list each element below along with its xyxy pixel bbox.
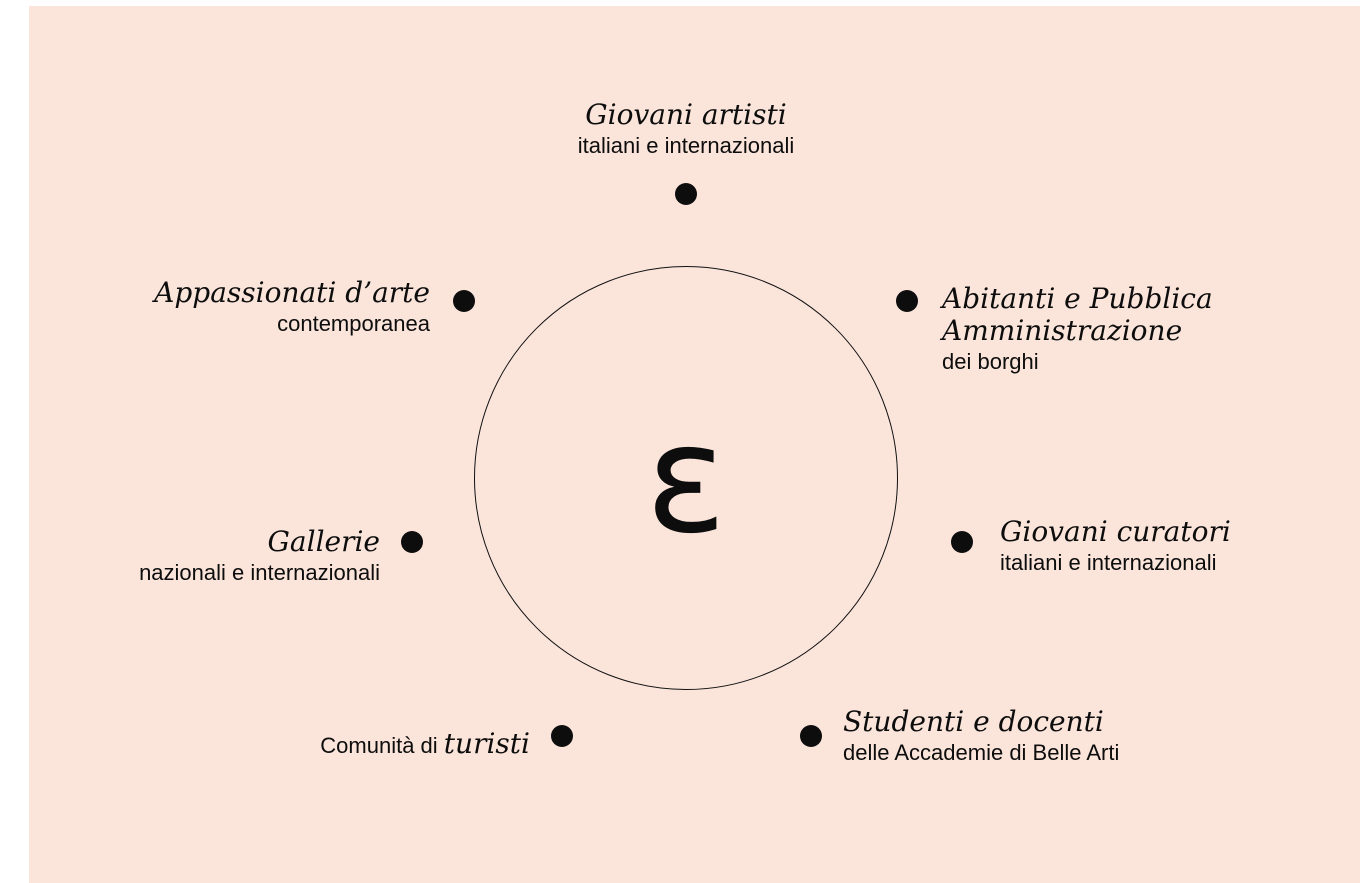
- center-logo: ɛ: [645, 393, 727, 567]
- label-title-line2: Amministrazione: [942, 314, 1183, 347]
- label-appassionati-arte: Appassionati d’arte contemporanea: [90, 277, 430, 339]
- node-dot-top: [675, 183, 697, 205]
- label-title: Appassionati d’arte: [154, 276, 430, 309]
- node-dot-upper-left: [453, 290, 475, 312]
- label-subtitle: contemporanea: [277, 311, 430, 336]
- node-dot-right: [951, 531, 973, 553]
- center-circle: [474, 266, 898, 690]
- label-studenti-docenti: Studenti e docenti delle Accademie di Be…: [843, 706, 1223, 768]
- label-prefix: Comunità di: [320, 733, 444, 758]
- node-dot-upper-right: [896, 290, 918, 312]
- label-giovani-curatori: Giovani curatori italiani e internaziona…: [1000, 516, 1330, 578]
- label-title: Gallerie: [267, 525, 380, 558]
- node-dot-left: [401, 531, 423, 553]
- label-comunita-turisti: Comunità di turisti: [200, 728, 530, 762]
- label-abitanti-pa: Abitanti e Pubblica Amministrazione dei …: [942, 283, 1282, 377]
- label-title: Giovani curatori: [1000, 515, 1231, 548]
- label-title: Studenti e docenti: [843, 705, 1104, 738]
- node-dot-lower-left: [551, 725, 573, 747]
- label-subtitle: italiani e internazionali: [1000, 550, 1217, 575]
- label-subtitle: delle Accademie di Belle Arti: [843, 740, 1120, 765]
- label-title: turisti: [443, 727, 530, 760]
- node-dot-lower-right: [800, 725, 822, 747]
- label-subtitle: dei borghi: [942, 349, 1039, 374]
- label-title: Giovani artisti: [585, 98, 787, 131]
- label-giovani-artisti: Giovani artisti italiani e internazional…: [536, 99, 836, 161]
- label-subtitle: nazionali e internazionali: [139, 560, 380, 585]
- label-title-line1: Abitanti e Pubblica: [942, 282, 1213, 315]
- label-gallerie: Gallerie nazionali e internazionali: [40, 526, 380, 588]
- label-subtitle: italiani e internazionali: [577, 133, 795, 158]
